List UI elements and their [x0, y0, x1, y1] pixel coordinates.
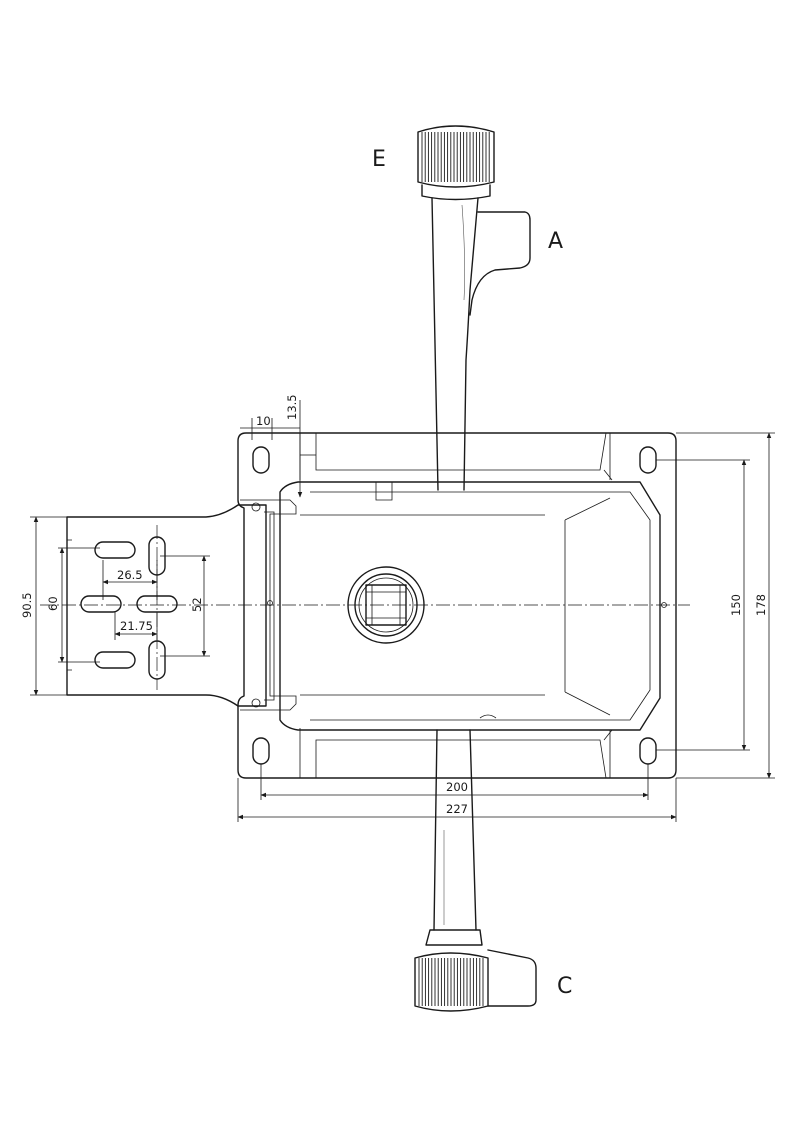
mount-slot-top-left: [252, 446, 270, 474]
top-lever-right-edge: [463, 197, 479, 491]
top-knob-knurl: [421, 132, 490, 182]
upper-housing: [279, 481, 667, 731]
paddle-a: [469, 211, 531, 316]
seat-bracket: [66, 499, 297, 711]
bottom-knob-knurl: [418, 958, 484, 1006]
dim-10: 10: [256, 414, 271, 428]
mount-slot-bottom-left: [252, 737, 270, 765]
dim-150: 150: [729, 594, 743, 616]
base-plate: [237, 432, 677, 779]
callout-a: A: [548, 229, 563, 254]
dim-13-5: 13.5: [285, 394, 299, 420]
top-lever: [417, 125, 531, 491]
bracket-slot-3: [80, 595, 122, 613]
paddle-c: [487, 949, 537, 1007]
bottom-lever: [414, 729, 537, 1012]
dim-200: 200: [446, 780, 468, 794]
dim-52: 52: [190, 597, 204, 612]
dim-26-5: 26.5: [117, 568, 143, 582]
dim-227: 227: [446, 802, 468, 816]
top-lever-left-edge: [431, 197, 439, 491]
dim-90-5: 90.5: [20, 592, 34, 618]
bracket-slot-5: [94, 651, 136, 669]
housing-outline: [279, 481, 661, 731]
dim-60: 60: [46, 596, 60, 611]
bracket-slot-1: [94, 541, 136, 559]
callout-c: C: [557, 974, 572, 999]
bottom-knob: [414, 952, 489, 1012]
mount-slot-bottom-right: [639, 737, 657, 765]
callout-e: E: [372, 147, 386, 172]
dim-178: 178: [754, 594, 768, 616]
top-knob: [417, 125, 495, 201]
mount-slot-top-right: [639, 446, 657, 474]
dimensions: 10 13.5 26.5 21.75 90.5 60 52 150 178: [20, 394, 775, 822]
seat-bracket-outline: [66, 504, 267, 707]
dim-21-75: 21.75: [120, 619, 153, 633]
base-plate-outline: [237, 432, 677, 779]
